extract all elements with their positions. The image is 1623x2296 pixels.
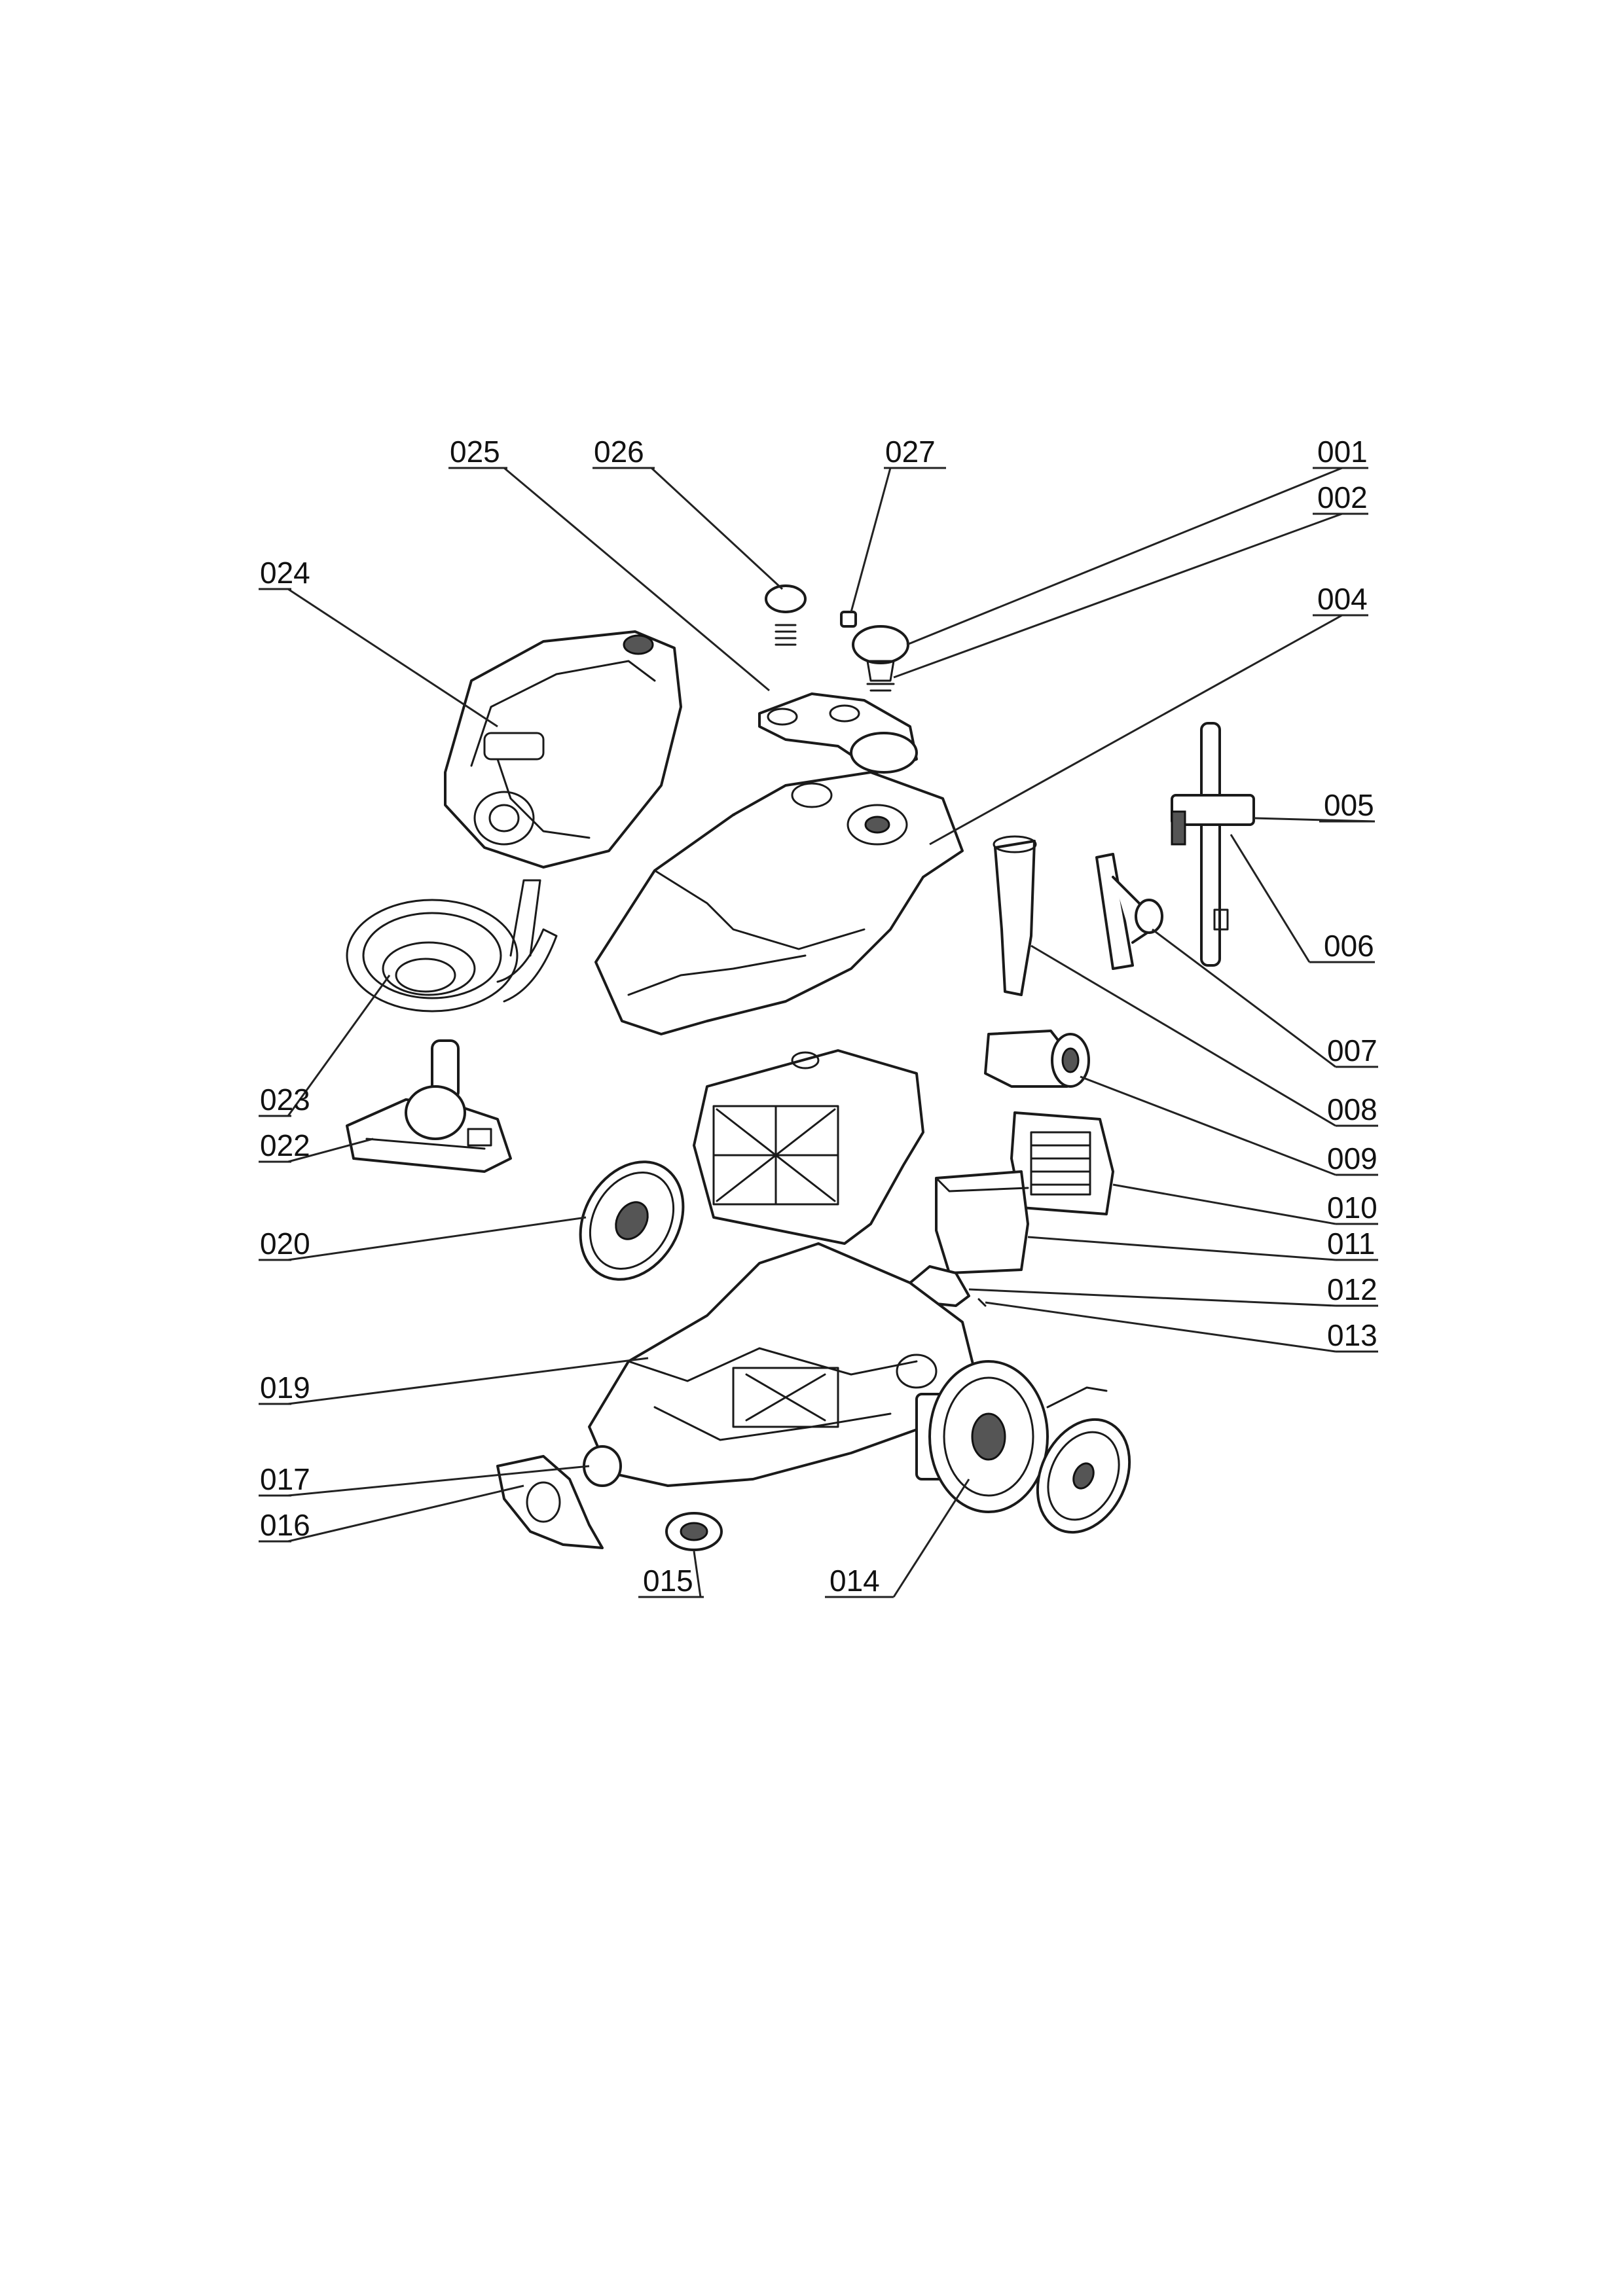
part-009-filter-holder [984, 1030, 1090, 1088]
label-013: 013 [1327, 1318, 1377, 1352]
part-dust-bag-frame [693, 1049, 924, 1245]
label-016: 016 [260, 1508, 310, 1542]
label-007: 007 [1327, 1033, 1377, 1067]
label-024: 024 [260, 556, 310, 590]
label-026: 026 [594, 435, 644, 469]
part-023-hose [346, 879, 558, 1013]
part-005-tube [1171, 722, 1255, 967]
label-011: 011 [1327, 1227, 1375, 1261]
label-027: 027 [885, 435, 936, 469]
part-004-top-housing [594, 771, 964, 1035]
label-019: 019 [260, 1371, 310, 1405]
label-022: 022 [260, 1128, 310, 1162]
label-004: 004 [1317, 582, 1368, 616]
label-012: 012 [1327, 1272, 1377, 1306]
label-001: 001 [1317, 435, 1368, 469]
label-005: 005 [1324, 788, 1374, 822]
label-015: 015 [643, 1564, 693, 1598]
part-010-exhaust-grille [1010, 1111, 1114, 1215]
part-007-brush [1095, 853, 1163, 970]
part-011-filter-pad [935, 1170, 1029, 1274]
part-rear-wheel [1036, 1418, 1131, 1534]
label-023: 023 [260, 1083, 310, 1117]
part-026-button [765, 584, 807, 646]
part-labels: 001 002 004 005 006 007 008 009 010 011 … [259, 435, 1378, 1598]
label-008: 008 [1327, 1092, 1377, 1126]
part-022-floor-nozzle [346, 1039, 512, 1173]
part-008-crevice-tool [993, 835, 1037, 996]
part-015-caster [665, 1512, 723, 1551]
label-006: 006 [1324, 929, 1374, 963]
leader-lines [287, 467, 1376, 1598]
label-020: 020 [260, 1227, 310, 1261]
part-020-wheel [579, 1160, 685, 1281]
label-010: 010 [1327, 1191, 1377, 1225]
part-001-knob [840, 611, 909, 692]
part-014-motor [915, 1360, 1108, 1513]
label-017: 017 [260, 1462, 310, 1496]
label-025: 025 [450, 435, 500, 469]
part-025-handle-plate [758, 692, 918, 774]
label-002: 002 [1317, 480, 1368, 514]
part-019-base-chassis [583, 1242, 977, 1487]
label-014: 014 [830, 1564, 880, 1598]
part-016-bumper [496, 1455, 604, 1549]
label-009: 009 [1327, 1141, 1377, 1175]
part-024-cover [444, 630, 682, 869]
